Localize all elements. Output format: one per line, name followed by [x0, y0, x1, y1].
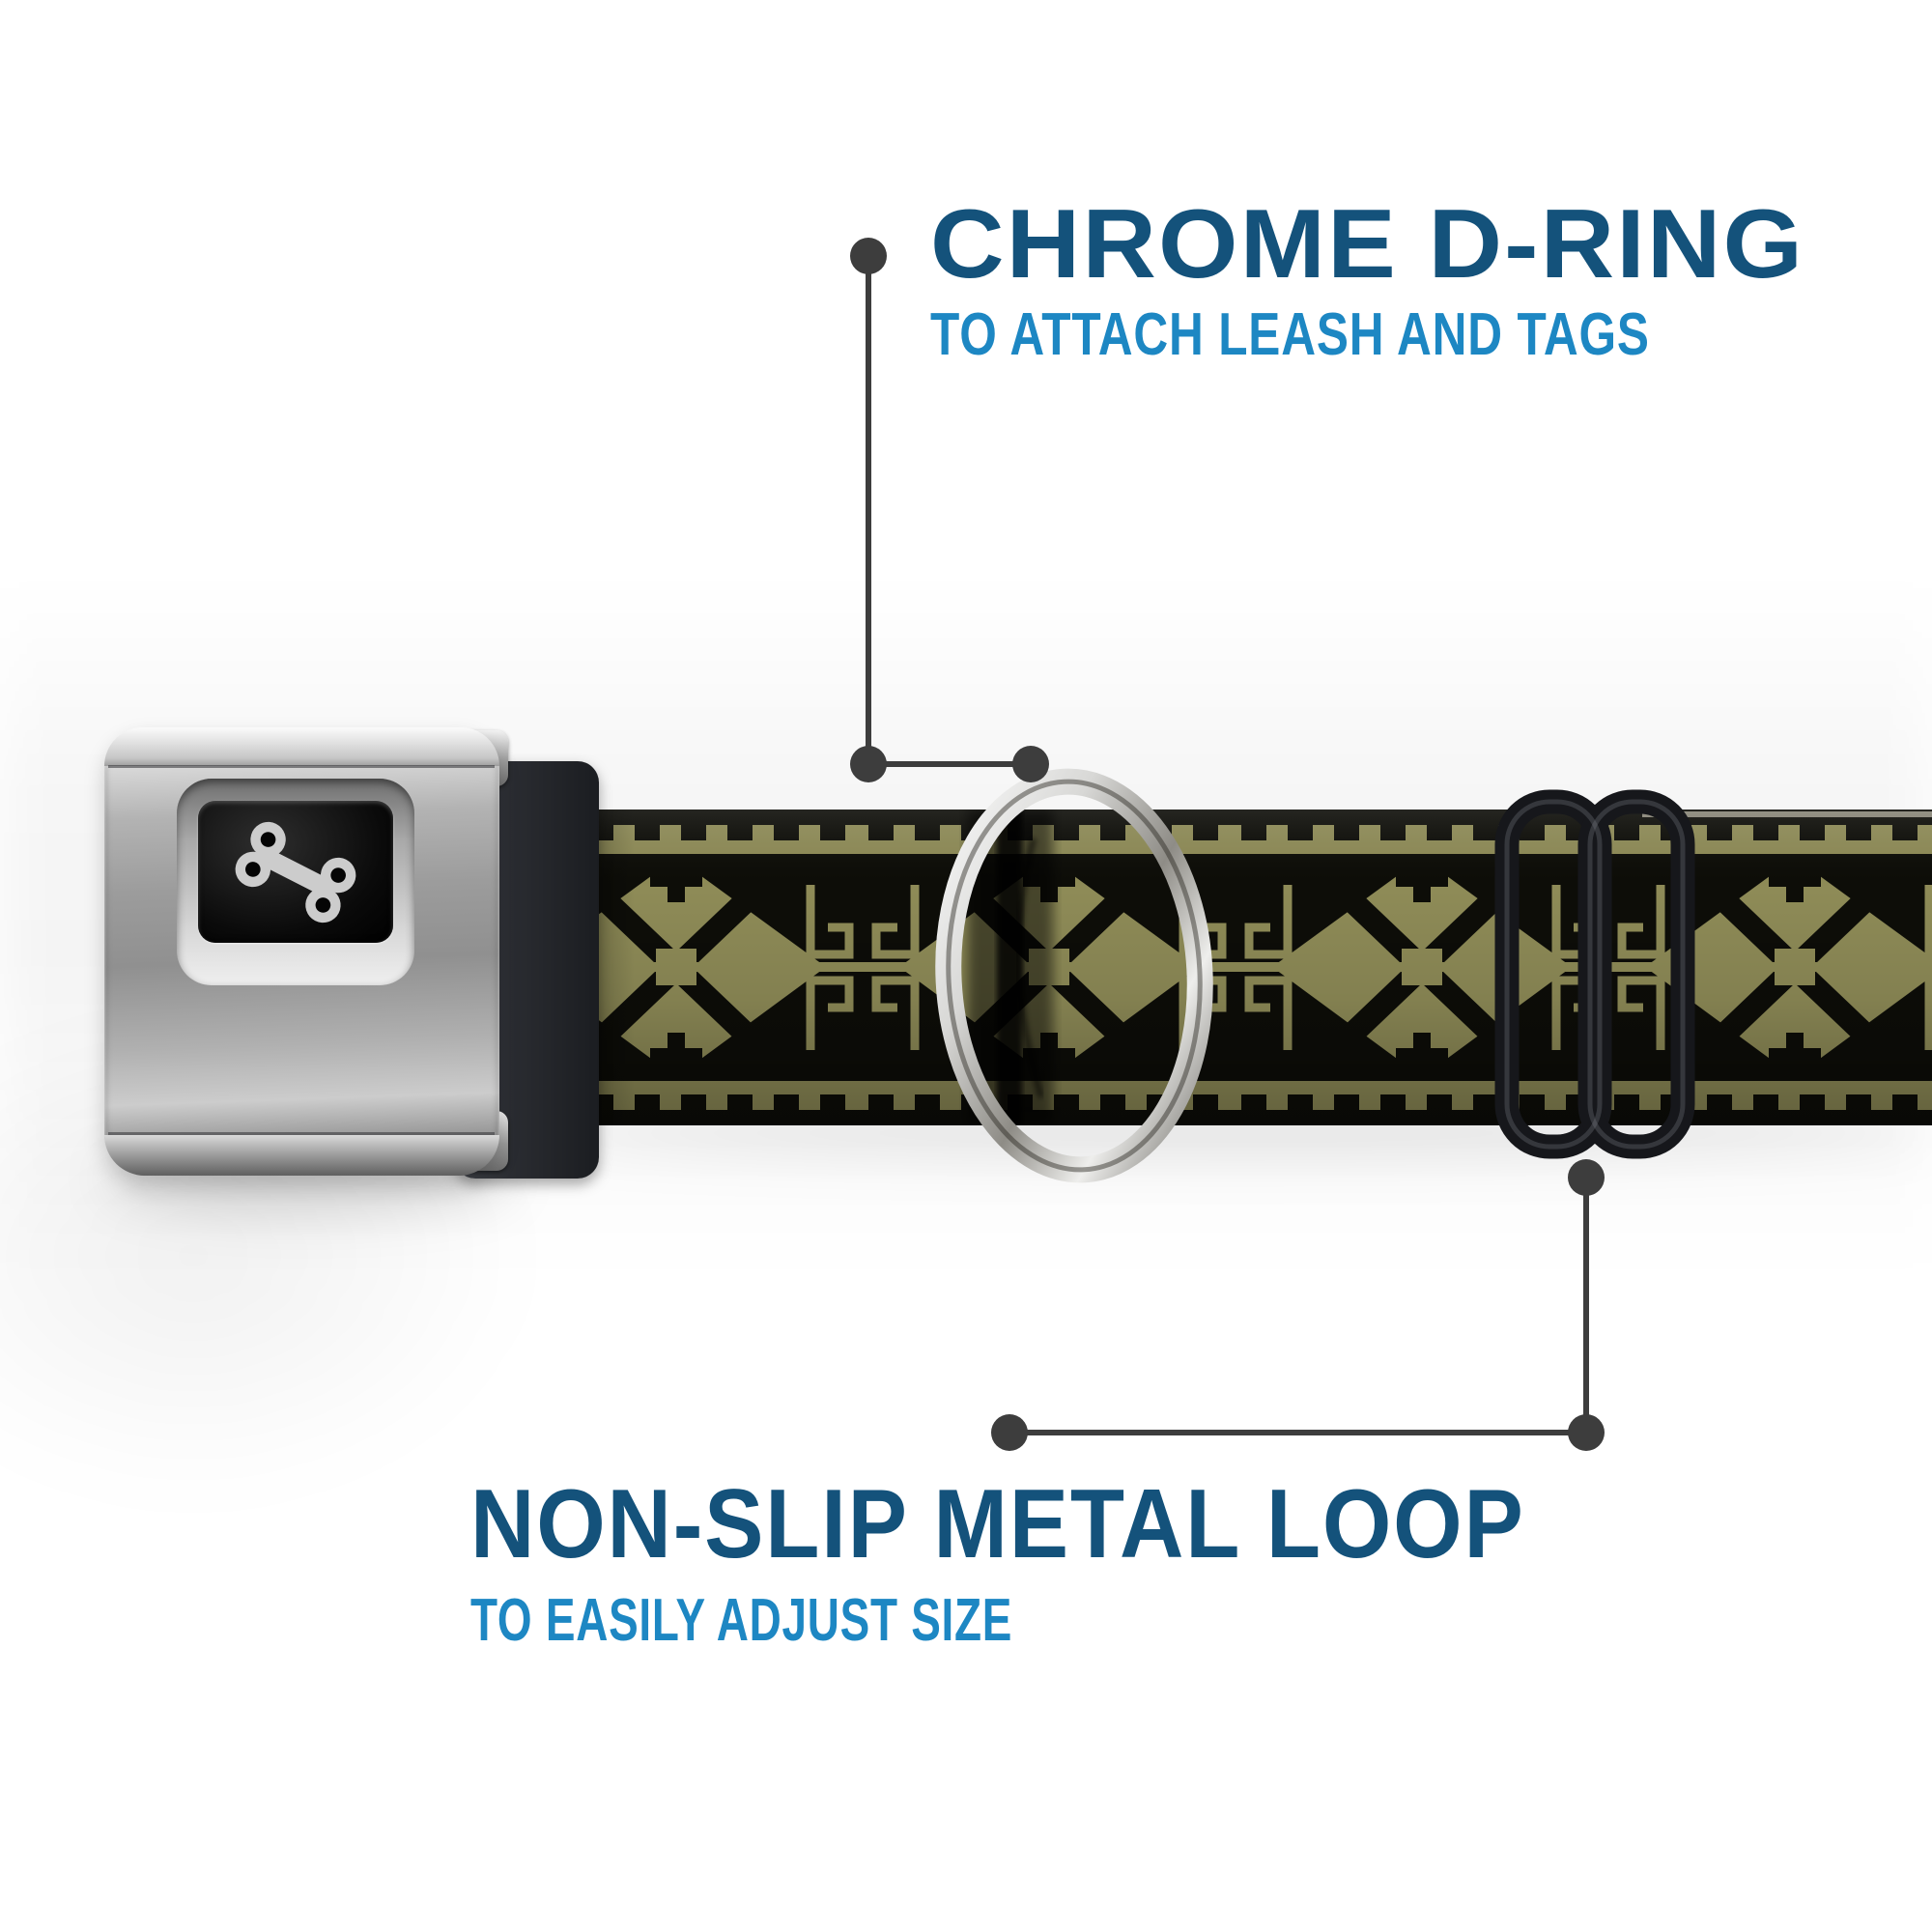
buckle-logo-window [198, 801, 393, 943]
top-callout-subtitle: TO ATTACH LEASH AND TAGS [930, 301, 1650, 368]
top-connector [850, 238, 1049, 782]
bottom-callout-title: NON-SLIP METAL LOOP [470, 1470, 1525, 1578]
buckle-seam-bottom [108, 1132, 495, 1135]
dog-bone-icon [235, 821, 356, 923]
top-callout-title: CHROME D-RING [930, 190, 1805, 298]
collar-strap [522, 810, 1932, 1125]
bottom-connector [991, 1159, 1605, 1451]
bottom-callout-subtitle: TO EASILY ADJUST SIZE [470, 1587, 1013, 1654]
buckle-seam-top [108, 765, 495, 768]
d-ring [935, 768, 1213, 1183]
buckle-bottom-lip [104, 1135, 499, 1176]
buckle-top-lip [104, 727, 499, 766]
non-slip-metal-loop [1494, 789, 1695, 1159]
